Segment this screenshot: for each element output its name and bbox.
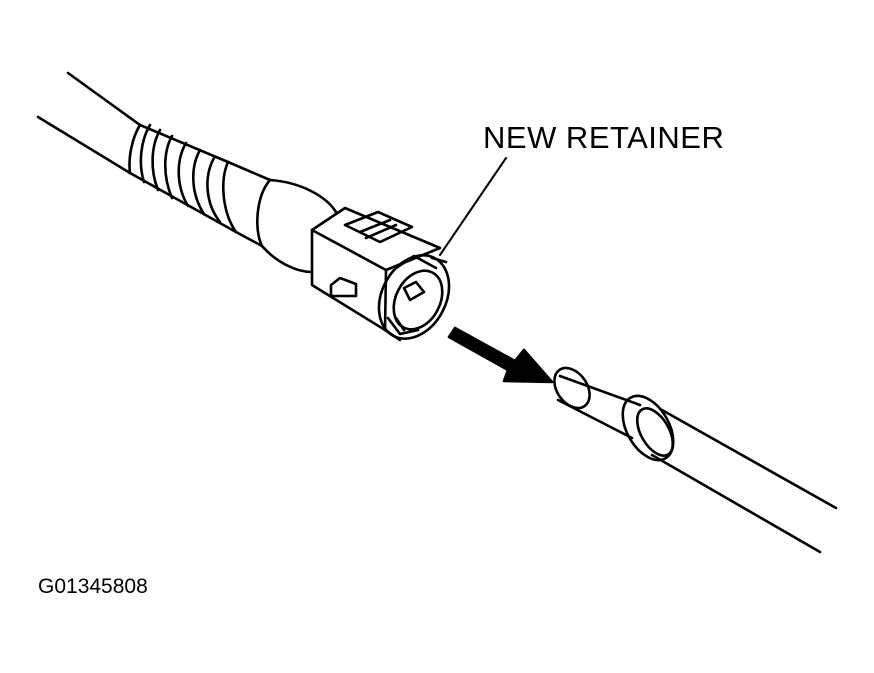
new-retainer-label: NEW RETAINER — [483, 120, 725, 155]
callout-leader — [439, 157, 507, 256]
figure-id: G01345808 — [38, 575, 148, 598]
quick-connector — [310, 206, 442, 342]
retainer — [377, 254, 451, 340]
fuel-tube-right — [553, 366, 838, 554]
direction-arrow — [447, 326, 554, 384]
fuel-line-left — [36, 71, 338, 274]
